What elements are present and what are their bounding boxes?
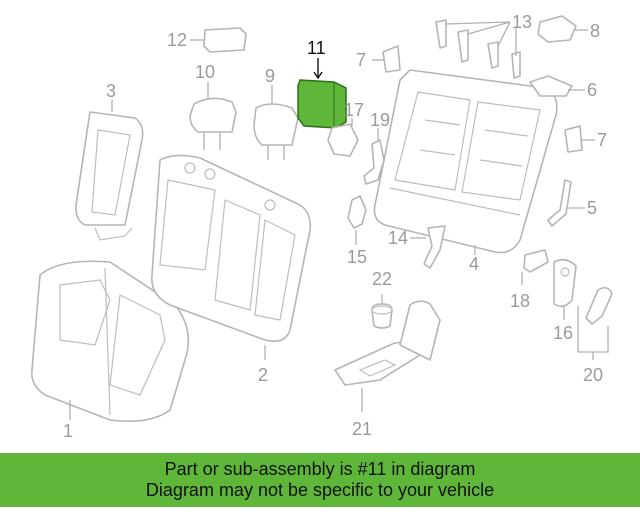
- part-1-seat-cushion[interactable]: [30, 260, 190, 423]
- callout-5: 5: [587, 198, 597, 218]
- callout-8: 8: [590, 21, 600, 41]
- part-15-hook[interactable]: [347, 195, 367, 229]
- part-3-back-cover[interactable]: [75, 111, 144, 241]
- part-7-clip-upper[interactable]: [382, 45, 401, 73]
- part-9-headrest[interactable]: [253, 103, 299, 160]
- banner-line-2: Diagram may not be specific to your vehi…: [145, 480, 495, 500]
- callout-16: 16: [553, 323, 573, 343]
- part-8-cap[interactable]: [537, 15, 577, 43]
- part-6-bracket[interactable]: [529, 75, 573, 97]
- info-banner: Part or sub-assembly is #11 in diagram D…: [0, 453, 640, 507]
- callout-4: 4: [469, 254, 479, 274]
- callout-1: 1: [63, 421, 73, 441]
- callout-13: 13: [512, 12, 532, 32]
- callout-2: 2: [258, 365, 268, 385]
- callout-11: 11: [307, 38, 326, 58]
- part-5-rod[interactable]: [547, 179, 572, 227]
- part-11-headrest-cover-highlighted[interactable]: [297, 79, 347, 129]
- part-17-bushing[interactable]: [327, 123, 359, 157]
- callout-21: 21: [352, 419, 372, 439]
- callout-3: 3: [106, 81, 116, 101]
- callout-20: 20: [583, 365, 603, 385]
- callout-19: 19: [370, 110, 390, 130]
- parts-diagram: 1 2 3 4 5 6 7: [30, 12, 613, 441]
- part-14-bracket[interactable]: [423, 225, 446, 269]
- callout-18: 18: [510, 291, 530, 311]
- part-4-seat-frame[interactable]: [373, 69, 558, 254]
- callout-17: 17: [344, 100, 364, 120]
- callout-14: 14: [388, 228, 408, 248]
- banner-line-1: Part or sub-assembly is #11 in diagram: [164, 459, 476, 479]
- part-18-bracket[interactable]: [523, 249, 549, 273]
- part-12-cover[interactable]: [203, 27, 247, 53]
- callout-7-lower: 7: [597, 130, 607, 150]
- part-7-clip-lower[interactable]: [564, 125, 583, 153]
- part-10-headrest[interactable]: [189, 97, 237, 150]
- part-20-handle[interactable]: [585, 286, 613, 325]
- part-21-armrest[interactable]: [334, 300, 441, 386]
- part-22-cup-insert[interactable]: [371, 303, 393, 329]
- callout-6: 6: [587, 80, 597, 100]
- callout-22: 22: [372, 269, 392, 289]
- part-2-seat-back[interactable]: [151, 154, 311, 343]
- callout-7-upper: 7: [356, 50, 366, 70]
- part-19-bracket[interactable]: [363, 139, 385, 185]
- callout-15: 15: [347, 247, 367, 267]
- callout-10: 10: [195, 62, 215, 82]
- part-13-bolts[interactable]: [435, 19, 521, 79]
- part-16-cover[interactable]: [553, 258, 577, 308]
- callout-9: 9: [265, 66, 275, 86]
- callout-12: 12: [167, 30, 187, 50]
